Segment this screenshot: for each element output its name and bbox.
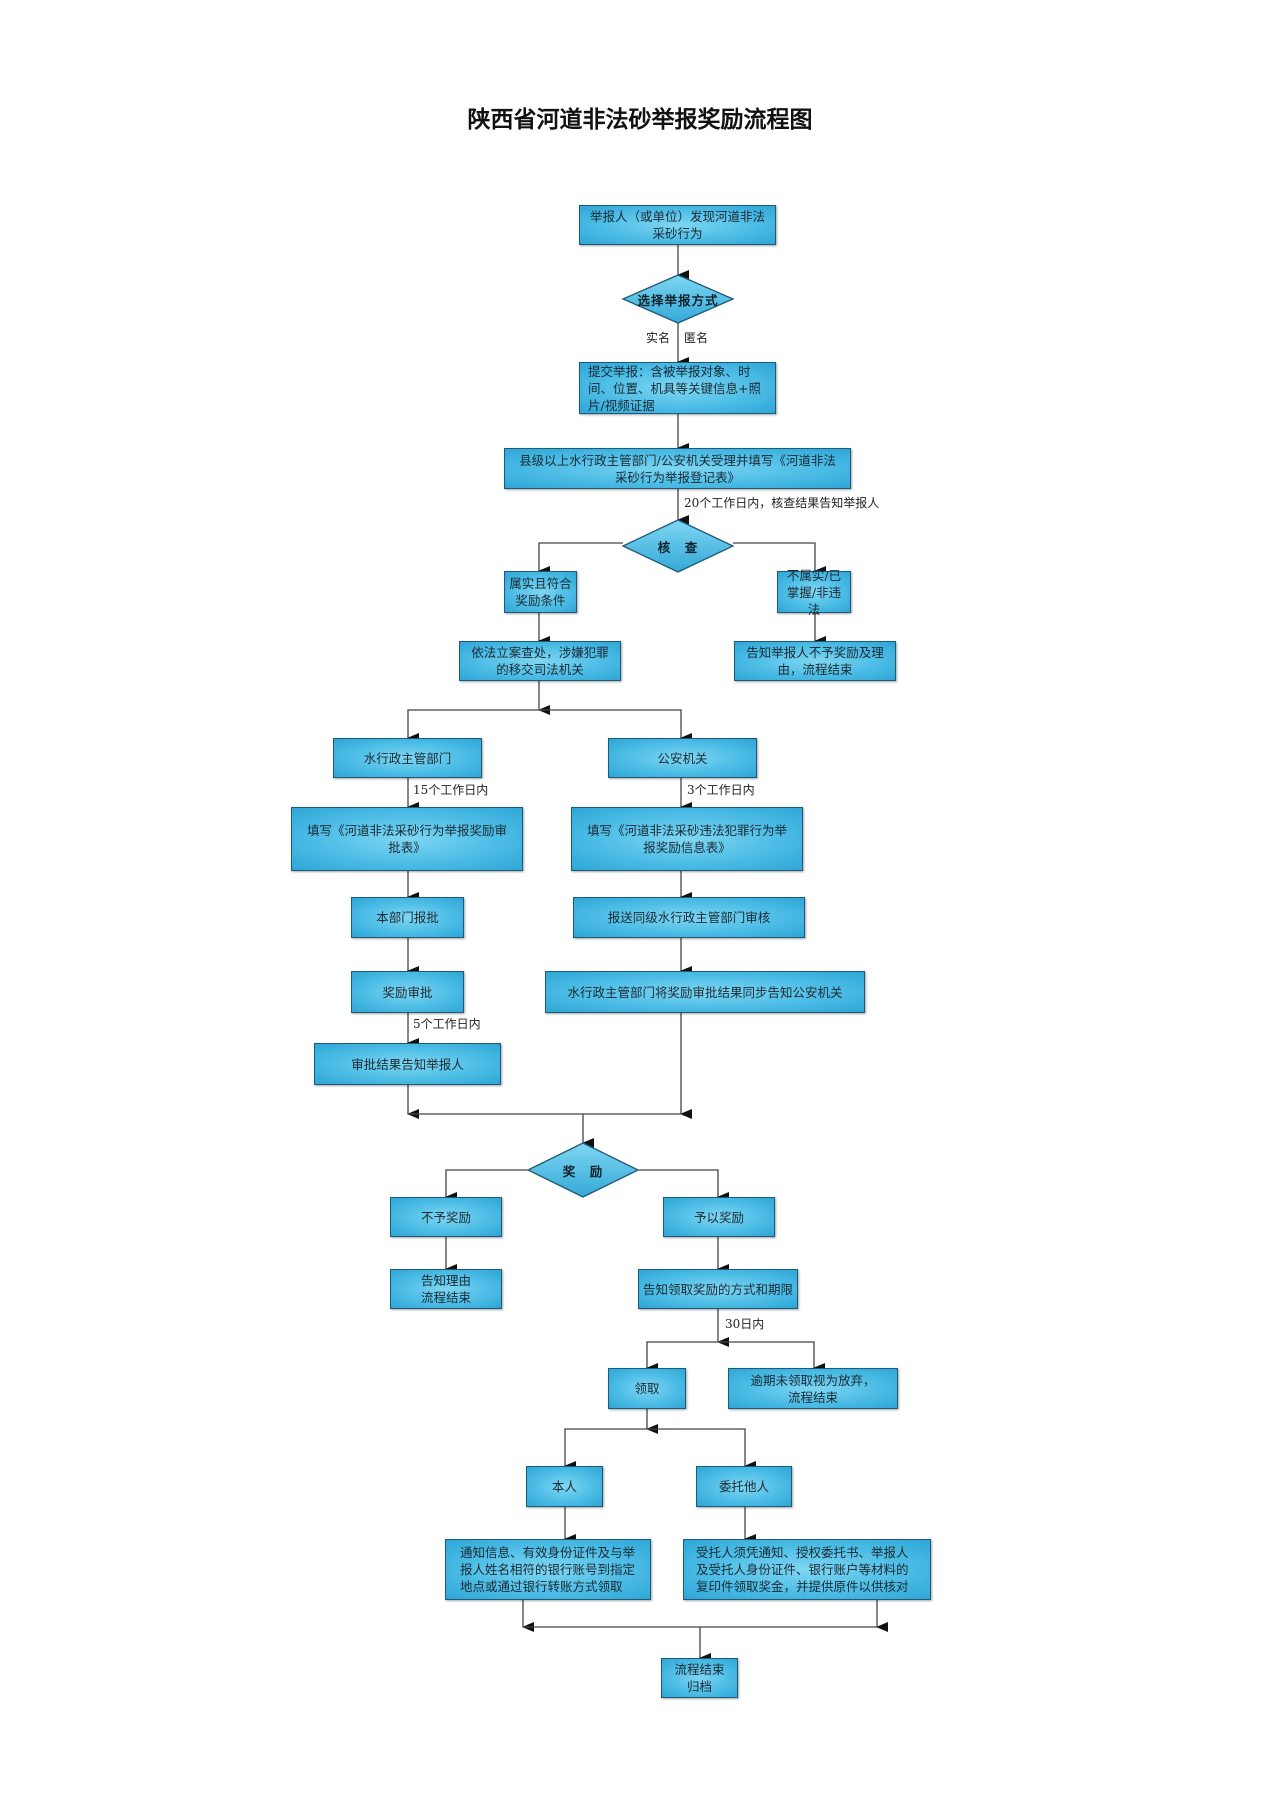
verify-label: 核 查 xyxy=(657,540,699,555)
arrow xyxy=(646,1341,718,1373)
node-water-form: 填写《河道非法采砂行为举报奖励审批表》 xyxy=(291,807,523,871)
reward-label: 奖 励 xyxy=(562,1164,604,1179)
node-water-dept: 水行政主管部门 xyxy=(333,738,482,778)
node-notify-claim: 告知领取奖励的方式和期限 xyxy=(638,1269,798,1309)
node-sync-notify: 水行政主管部门将奖励审批结果同步告知公安机关 xyxy=(545,971,865,1013)
node-investigate: 依法立案查处，涉嫌犯罪的移交司法机关 xyxy=(459,641,621,681)
arrow xyxy=(647,1428,756,1471)
label-3-days: 3个工作日内 xyxy=(687,783,755,797)
arrow xyxy=(445,1169,528,1202)
node-no-reward: 不予奖励 xyxy=(390,1197,502,1237)
decision-choose-method xyxy=(621,274,735,324)
node-claim: 领取 xyxy=(608,1368,686,1409)
node-true-qualified: 属实且符合奖励条件 xyxy=(504,571,577,613)
choose-method-label: 选择举报方式 xyxy=(637,293,719,308)
page-title: 陕西省河道非法砂举报奖励流程图 xyxy=(467,107,813,133)
arrow xyxy=(538,542,623,576)
arrow xyxy=(539,709,692,743)
arrow xyxy=(638,1169,729,1202)
node-submit: 提交举报：含被举报对象、时间、位置、机具等关键信息+照片/视频证据 xyxy=(579,362,776,414)
node-entrust: 委托他人 xyxy=(696,1466,792,1507)
node-self: 本人 xyxy=(526,1466,603,1507)
node-self-detail: 通知信息、有效身份证件及与举报人姓名相符的银行账号到指定地点或通过银行转账方式领… xyxy=(445,1539,651,1600)
node-end-archive: 流程结束 归档 xyxy=(661,1658,738,1698)
node-police-form: 填写《河道非法采砂违法犯罪行为举报奖励信息表》 xyxy=(571,807,803,871)
node-not-true: 不属实/已掌握/非违法 xyxy=(777,568,851,617)
node-police: 公安机关 xyxy=(608,738,757,778)
decision-verify xyxy=(621,519,735,573)
label-15-days: 15个工作日内 xyxy=(413,783,489,797)
node-send-review: 报送同级水行政主管部门审核 xyxy=(573,897,805,938)
arrow xyxy=(564,1428,647,1471)
node-reward-approval: 奖励审批 xyxy=(351,971,464,1013)
arrow xyxy=(718,1341,825,1373)
arrow xyxy=(733,542,826,576)
label-anonymous: 匿名 xyxy=(684,331,709,345)
node-reason-end: 告知理由 流程结束 xyxy=(390,1269,502,1309)
label-5-days: 5个工作日内 xyxy=(413,1017,481,1031)
arrow xyxy=(407,709,539,743)
node-accept: 县级以上水行政主管部门/公安机关受理并填写《河道非法采砂行为举报登记表》 xyxy=(504,448,851,489)
node-give-reward: 予以奖励 xyxy=(663,1197,775,1237)
node-notify-no-reward: 告知举报人不予奖励及理由，流程结束 xyxy=(734,641,896,681)
label-real-name: 实名 xyxy=(646,331,671,345)
node-overdue: 逾期未领取视为放弃，流程结束 xyxy=(728,1368,898,1409)
node-dept-report: 本部门报批 xyxy=(351,897,464,938)
label-30-days: 30日内 xyxy=(725,1317,765,1331)
node-entrust-detail: 受托人须凭通知、授权委托书、举报人及受托人身份证件、银行账户等材料的复印件领取奖… xyxy=(683,1539,931,1600)
label-20-days: 20个工作日内，核查结果告知举报人 xyxy=(684,496,880,510)
node-discover: 举报人（或单位）发现河道非法采砂行为 xyxy=(579,205,776,245)
node-notify-result: 审批结果告知举报人 xyxy=(314,1043,501,1085)
decision-reward xyxy=(526,1142,640,1198)
